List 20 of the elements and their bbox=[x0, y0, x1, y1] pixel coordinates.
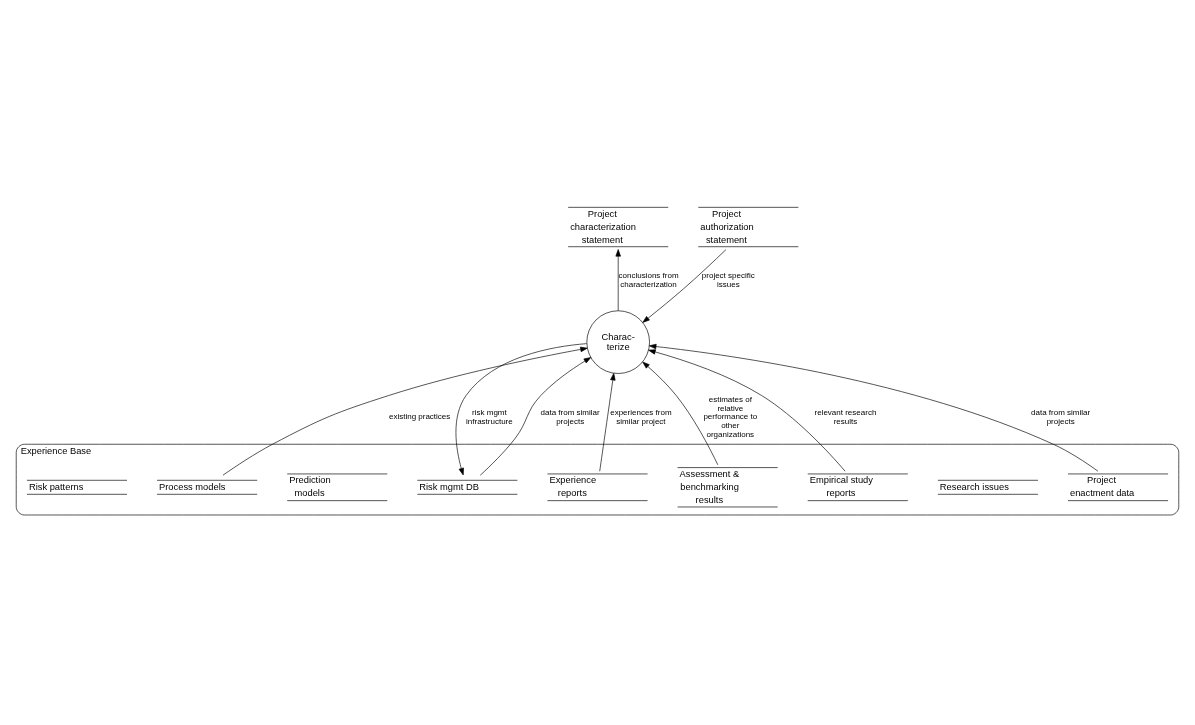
node-text: Experience reports bbox=[549, 475, 597, 499]
node-text: Risk mgmt DB bbox=[419, 482, 479, 493]
node-text: Risk patterns bbox=[28, 482, 84, 493]
arrow bbox=[615, 249, 621, 312]
arrow bbox=[642, 249, 727, 323]
arrow bbox=[479, 357, 592, 476]
arrow bbox=[599, 373, 616, 472]
node-text: Empirical study reports bbox=[809, 475, 873, 499]
arrow bbox=[222, 346, 588, 476]
arrow bbox=[649, 343, 1099, 472]
node-text: Assessment & benchmarking results bbox=[679, 469, 740, 505]
node-text: Project characterization statement bbox=[570, 209, 636, 245]
node-text: Project authorization statement bbox=[700, 209, 754, 245]
node-text: Process models bbox=[159, 482, 226, 493]
node-text: Prediction models bbox=[289, 475, 331, 499]
node-text: Project enactment data bbox=[1069, 475, 1135, 499]
arrow bbox=[642, 361, 719, 466]
node-text: Research issues bbox=[939, 482, 1009, 493]
arrow bbox=[455, 343, 587, 476]
arrow bbox=[648, 349, 846, 472]
